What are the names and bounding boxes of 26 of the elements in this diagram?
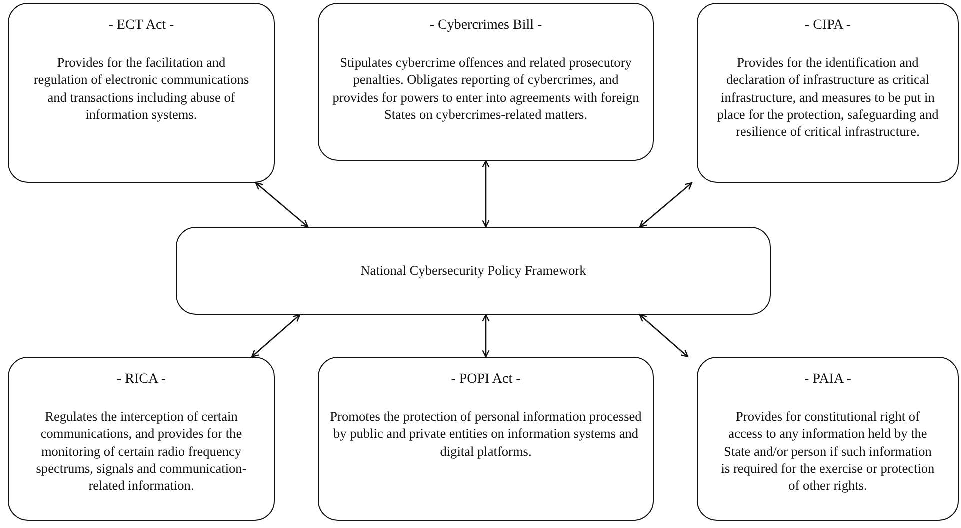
double-arrow [482, 160, 490, 228]
box-text: National Cybersecurity Policy Framework [360, 262, 586, 280]
box-heading: - Cybercrimes Bill - [430, 18, 542, 34]
text-box [697, 3, 959, 183]
box-text: Provides for the facilitation and regulation of electronic communications and transactions including abuse of information systems. [32, 54, 250, 124]
box-heading: - PAIA - [804, 372, 852, 388]
text-box [8, 3, 275, 183]
box-text: Stipulates cybercrime offences and related prosecutory penalties. Obligates reporting of cybercrimes, and provides for powers to enter into agreements with foreign States on cybercrimes-related matters. [332, 54, 640, 124]
box-text: Promotes the protection of personal information processed by public and private entities on information systems and digital platforms. [329, 408, 643, 460]
text-box [176, 227, 771, 315]
double-arrow [255, 182, 309, 228]
double-arrow [639, 314, 689, 358]
box-heading: - CIPA - [804, 18, 852, 34]
box-heading: - POPI Act - [451, 372, 521, 388]
double-arrow [251, 314, 301, 358]
box-heading: - RICA - [116, 372, 167, 388]
text-box [697, 357, 959, 521]
box-text: Regulates the interception of certain communications, and provides for the monitoring of certain radio frequency spectrums, signals and communication-related information. [35, 408, 248, 494]
box-text: Provides for constitutional right of access to any information held by the State and/or person if such information is required for the exercise or protection of other rights. [720, 408, 936, 494]
box-heading: - ECT Act - [108, 18, 176, 34]
box-text: Provides for the identification and declaration of infrastructure as critical infrastructure, and measures to be put in place for the protection, safeguarding and resilience of critical infrastructure. [716, 54, 940, 140]
text-box [318, 3, 654, 161]
double-arrow [482, 314, 490, 358]
double-arrow [639, 182, 693, 228]
text-box [318, 357, 654, 521]
text-box [8, 357, 275, 521]
